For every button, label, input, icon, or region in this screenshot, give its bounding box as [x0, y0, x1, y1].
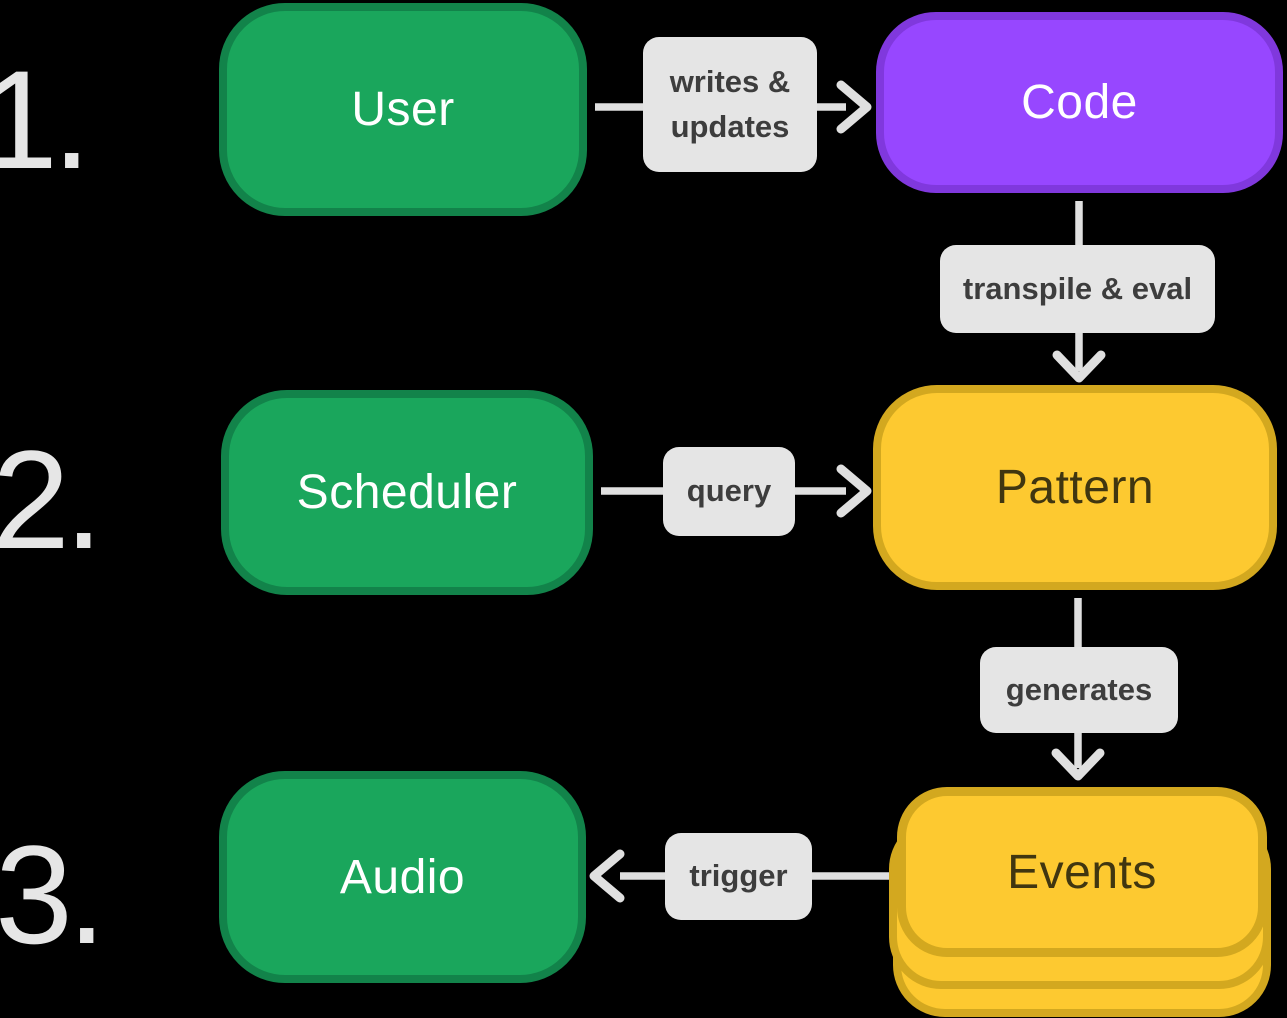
node-pattern: Pattern — [873, 385, 1277, 590]
edge-code-pattern-arrowhead — [1052, 350, 1106, 383]
edge-events-audio-arrowhead — [589, 849, 625, 903]
node-audio-label: Audio — [339, 850, 466, 904]
edge-label-writes-updates-line2: updates — [670, 108, 790, 144]
edge-label-trigger: trigger — [665, 833, 812, 920]
node-events: Events — [897, 787, 1267, 957]
node-user-label: User — [351, 83, 455, 136]
node-scheduler-label: Scheduler — [296, 466, 518, 519]
edge-label-writes-updates: writes & updates — [643, 37, 817, 172]
node-audio: Audio — [219, 771, 586, 983]
edge-scheduler-pattern-arrowhead — [836, 464, 872, 518]
edge-label-generates: generates — [980, 647, 1178, 733]
edge-label-query: query — [663, 447, 795, 536]
step-number-1: 1. — [0, 41, 91, 198]
step-number-2: 2. — [0, 421, 103, 578]
edge-label-transpile-eval-text: transpile & eval — [962, 270, 1193, 306]
node-events-stack: Events — [889, 787, 1271, 1018]
edge-label-trigger-text: trigger — [689, 858, 788, 894]
edge-user-code-arrowhead — [836, 80, 872, 134]
node-scheduler: Scheduler — [221, 390, 593, 595]
node-events-label: Events — [1007, 845, 1157, 899]
node-user: User — [219, 3, 587, 216]
edge-pattern-events-arrowhead — [1051, 748, 1105, 781]
node-code-label: Code — [1021, 76, 1138, 129]
edge-label-generates-text: generates — [1005, 671, 1153, 707]
node-pattern-label: Pattern — [995, 461, 1155, 514]
node-code: Code — [876, 12, 1283, 193]
edge-label-query-text: query — [686, 473, 772, 509]
edge-label-transpile-eval: transpile & eval — [940, 245, 1215, 333]
step-number-3: 3. — [0, 816, 106, 973]
edge-label-writes-updates-line1: writes & — [669, 63, 791, 99]
